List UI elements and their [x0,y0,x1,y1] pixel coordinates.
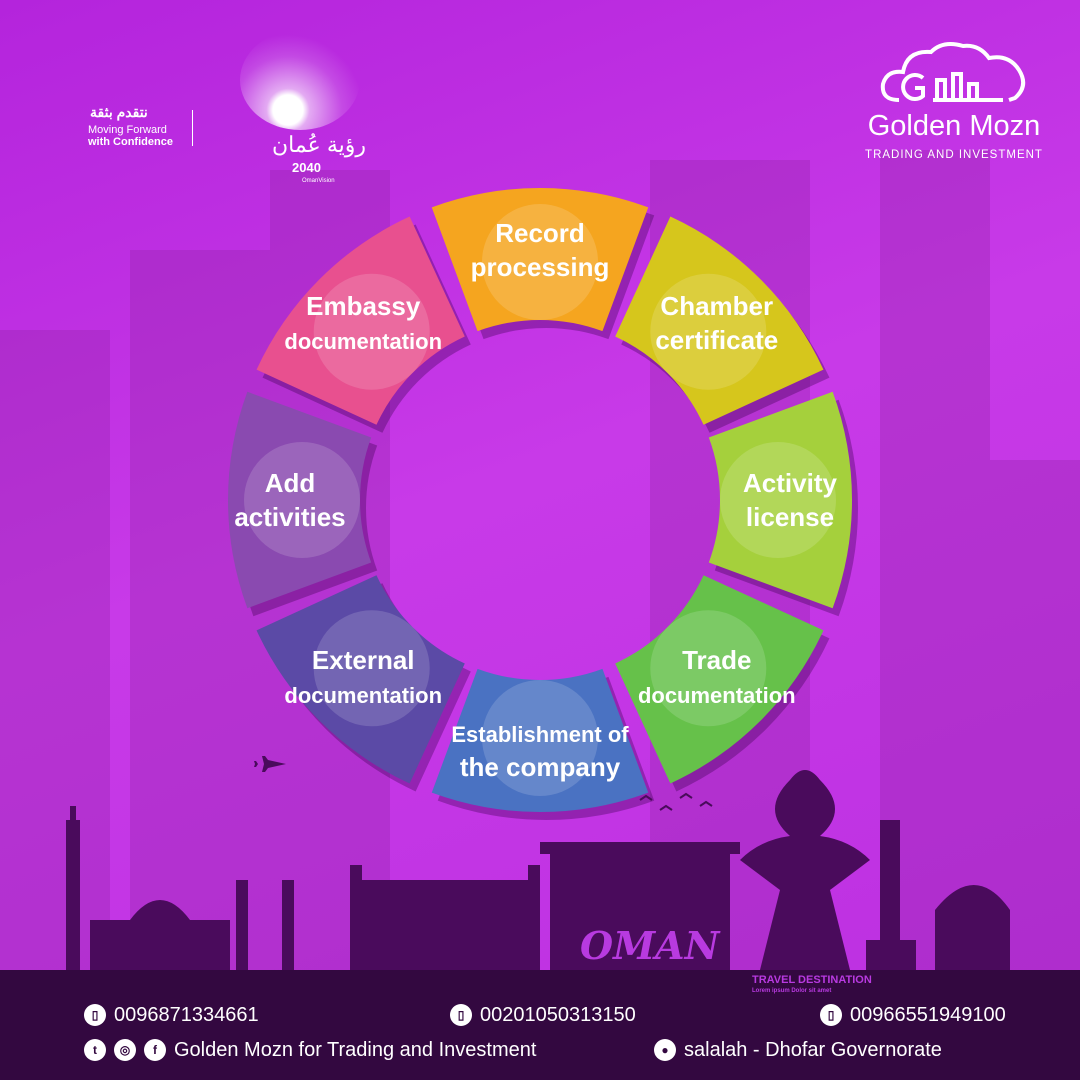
wheel-segment-add-activities: Add activities [228,391,378,617]
segment-shape [615,216,824,425]
segment-label: Establishment of [451,722,629,747]
phone-number: 00966551949100 [850,1004,1006,1026]
vision-year: 2040 [292,160,321,175]
travel-title: TRAVEL DESTINATION [752,974,872,986]
facebook-icon[interactable]: f [144,1039,166,1061]
travel-small: Lorem ipsum Dolor sit amet [752,988,832,994]
segment-highlight [313,610,430,727]
divider [192,110,193,146]
segment-highlight [482,204,598,320]
wheel-segment-activity-license: Activity license [708,391,859,617]
cloud-logo-icon [880,42,1026,102]
arabic-tagline: نتقدم بثقة [90,104,148,120]
segment-shape [615,575,824,784]
segment-label: activities [234,502,345,532]
location: ● salalah - Dhofar Governorate [654,1038,942,1062]
segment-label: Embassy [306,291,421,321]
segment-label: Add [265,468,316,498]
social-handle: Golden Mozn for Trading and Investment [174,1039,537,1061]
wheel-segment-external-documentation: External documentation [256,575,471,792]
segment-highlight [720,442,836,558]
brand-subtitle: TRADING AND INVESTMENT [865,149,1043,161]
footer-bar [0,970,1080,1080]
segment-label: certificate [655,325,778,355]
tagline-line1: Moving Forward [88,124,167,136]
travel-destination: TRAVEL DESTINATION Lorem ipsum Dolor sit … [752,974,872,995]
segment-label: documentation [284,683,442,708]
segment-label: Trade [682,645,751,675]
brand-name: Golden Mozn [867,110,1041,142]
segment-label: processing [471,252,610,282]
phone-number: 00201050313150 [480,1004,636,1026]
vision-arabic-name: رؤية عُمان [272,132,366,157]
segment-shape [256,575,465,784]
segment-label: documentation [638,683,796,708]
segment-label: Activity [743,468,837,498]
background-building [990,460,1080,970]
brand-logo: Golden Mozn TRADING AND INVESTMENT [856,40,1052,161]
segment-shape [228,391,372,609]
location-pin-icon: ● [654,1039,676,1061]
phone-icon: ▯ [820,1004,842,1026]
phone-2[interactable]: ▯ 00201050313150 [450,1003,636,1027]
segment-highlight [650,610,767,727]
segment-label: documentation [284,329,442,354]
wheel-segment-trade-documentation: Trade documentation [615,575,830,792]
segment-label: the company [460,752,621,782]
segment-highlight [482,680,598,796]
background-building [130,250,270,970]
segment-highlight [244,442,360,558]
tagline-line2: with Confidence [88,136,173,148]
wheel-segment-embassy-documentation: Embassy documentation [256,216,471,433]
segment-shape [431,668,649,812]
twitter-icon[interactable]: t [84,1039,106,1061]
location-text: salalah - Dhofar Governorate [684,1039,942,1061]
phone-number: 0096871334661 [114,1004,259,1026]
phone-icon: ▯ [450,1004,472,1026]
background-building [0,330,110,970]
segment-label: license [746,502,834,532]
phone-3[interactable]: ▯ 00966551949100 [820,1003,1006,1027]
segment-label: Record [495,218,585,248]
segment-shape [256,216,465,425]
wheel-segment-record-processing: Record processing [431,188,655,340]
segment-highlight [650,273,767,390]
phone-1[interactable]: ▯ 0096871334661 [84,1003,259,1027]
segment-shape [708,391,853,609]
segment-label: Chamber [660,291,773,321]
oman-skyline [0,756,1080,980]
wheel-segment-establishment-of-the-company: Establishment of the company [431,668,655,820]
oman-wordmark: OMAN [580,923,720,968]
phone-icon: ▯ [84,1004,106,1026]
vision-emblem [240,30,360,130]
segment-highlight [313,273,430,390]
social-links[interactable]: t ◎ f Golden Mozn for Trading and Investme… [84,1038,536,1062]
instagram-icon[interactable]: ◎ [114,1039,136,1061]
vision-sub: OmanVision [302,178,335,184]
wheel-segment-chamber-certificate: Chamber certificate [615,216,830,433]
segment-label: External [312,645,415,675]
segment-shape [431,188,649,332]
